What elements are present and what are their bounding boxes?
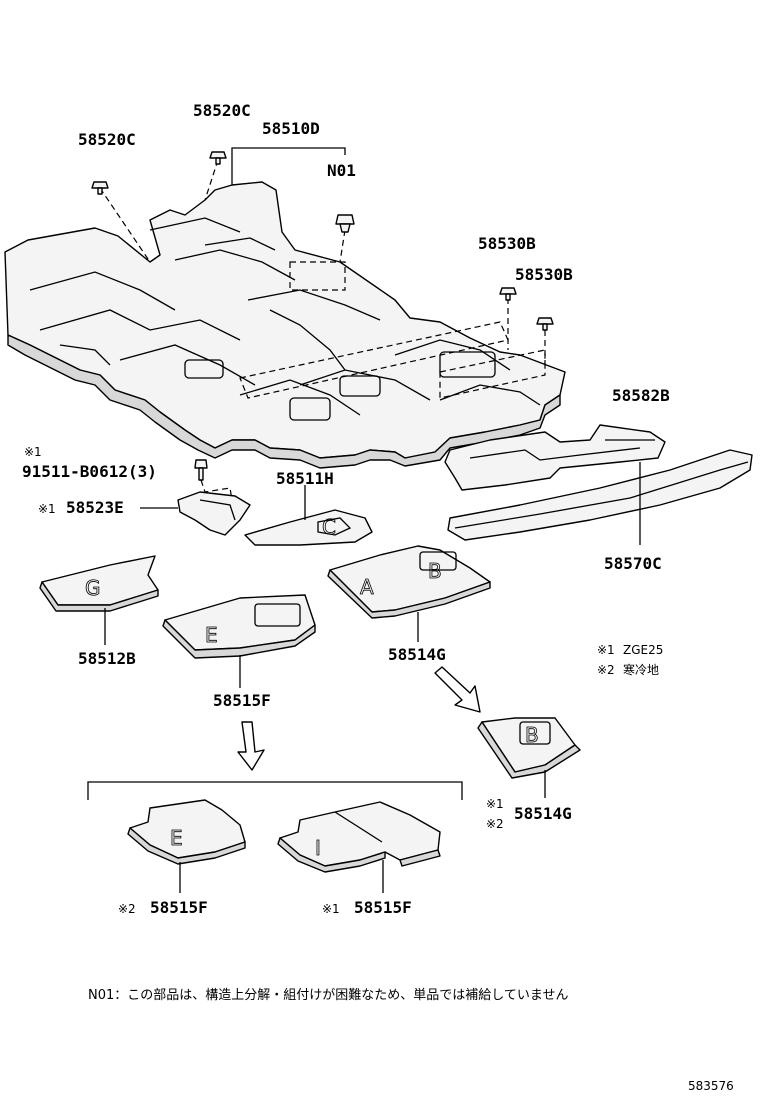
mark-58514g-alt-2: ※2 <box>486 817 504 831</box>
legend-mark-1: ※1 <box>597 643 615 657</box>
floor-piece-58514g-alt[interactable]: B <box>477 717 581 779</box>
floor-piece-58512b[interactable]: G <box>39 555 159 612</box>
floor-piece-58515f-a[interactable]: E <box>127 799 246 865</box>
legend-note-1: ZGE25 <box>623 643 663 657</box>
clip-58530b-2[interactable] <box>536 317 554 331</box>
mark-58515f-b: ※1 <box>322 902 340 916</box>
emboss-58514g-alt: B <box>525 723 539 747</box>
guide-box-n01 <box>289 261 346 291</box>
floor-carpet-58510d[interactable] <box>4 181 566 469</box>
label-58515f-a[interactable]: 58515F <box>150 898 208 917</box>
label-n01[interactable]: N01 <box>327 161 356 180</box>
legend-mark-2: ※2 <box>597 663 615 677</box>
label-58523e[interactable]: 58523E <box>66 498 124 517</box>
emboss-58514g-b: B <box>428 559 442 583</box>
grommet-58520c-top[interactable] <box>209 151 227 165</box>
diagram-id: 583576 <box>688 1079 734 1093</box>
guide-n01 <box>339 229 346 263</box>
guide-58520c-left <box>99 187 151 263</box>
label-58511h[interactable]: 58511H <box>276 469 334 488</box>
label-58530b-1[interactable]: 58530B <box>478 234 536 253</box>
label-58515f[interactable]: 58515F <box>213 691 271 710</box>
floor-piece-58515f[interactable]: E <box>162 594 316 659</box>
legend-note-2: 寒冷地 <box>623 662 659 677</box>
leader-58510d <box>231 147 346 168</box>
label-58530b-2[interactable]: 58530B <box>515 265 573 284</box>
rear-trim-58570c[interactable] <box>447 449 753 541</box>
mark-58523e: ※1 <box>38 502 56 516</box>
variant-bracket <box>87 781 463 800</box>
emboss-58515f: E <box>205 623 218 647</box>
emboss-58514g-a: A <box>360 575 374 599</box>
grommet-58520c-left[interactable] <box>91 181 109 195</box>
label-58520c-left[interactable]: 58520C <box>78 130 136 149</box>
guide-58520c-top <box>204 159 219 201</box>
emboss-58515f-b: I <box>315 836 321 860</box>
emboss-58511h: C <box>322 515 336 539</box>
guide-box-58530b-b <box>439 349 546 399</box>
clip-58530b-1[interactable] <box>499 287 517 301</box>
label-91511[interactable]: 91511-B0612(3) <box>22 462 157 481</box>
mark-58515f-a: ※2 <box>118 902 136 916</box>
arrow-to-58514g-alt <box>434 666 481 713</box>
label-58570c[interactable]: 58570C <box>604 554 662 573</box>
label-58520c-top[interactable]: 58520C <box>193 101 251 120</box>
emboss-58515f-a: E <box>170 826 183 850</box>
arrow-to-58515f-variants <box>237 721 265 771</box>
bolt-91511[interactable] <box>194 459 208 481</box>
clip-n01[interactable] <box>335 214 355 233</box>
guide-91511 <box>200 479 233 501</box>
rear-mat-58582b[interactable] <box>444 424 666 491</box>
floor-piece-58514g[interactable]: A B <box>327 545 491 619</box>
bracket-58523e[interactable] <box>177 491 251 536</box>
label-58582b[interactable]: 58582B <box>612 386 670 405</box>
mark-58514g-alt-1: ※1 <box>486 797 504 811</box>
label-58514g-alt[interactable]: 58514G <box>514 804 572 823</box>
label-58515f-b[interactable]: 58515F <box>354 898 412 917</box>
floor-piece-58511h[interactable]: C <box>244 509 373 546</box>
mark-91511: ※1 <box>24 445 42 459</box>
label-58514g[interactable]: 58514G <box>388 645 446 664</box>
label-58512b[interactable]: 58512B <box>78 649 136 668</box>
emboss-58512b: G <box>85 576 101 600</box>
floor-piece-58515f-b[interactable]: I <box>277 801 441 873</box>
guide-box-58530b <box>239 321 509 399</box>
footnote-n01: N01：この部品は、構造上分解・組付けが困難なため、単品では補給していません <box>88 987 569 1003</box>
label-58510d[interactable]: 58510D <box>262 119 320 138</box>
